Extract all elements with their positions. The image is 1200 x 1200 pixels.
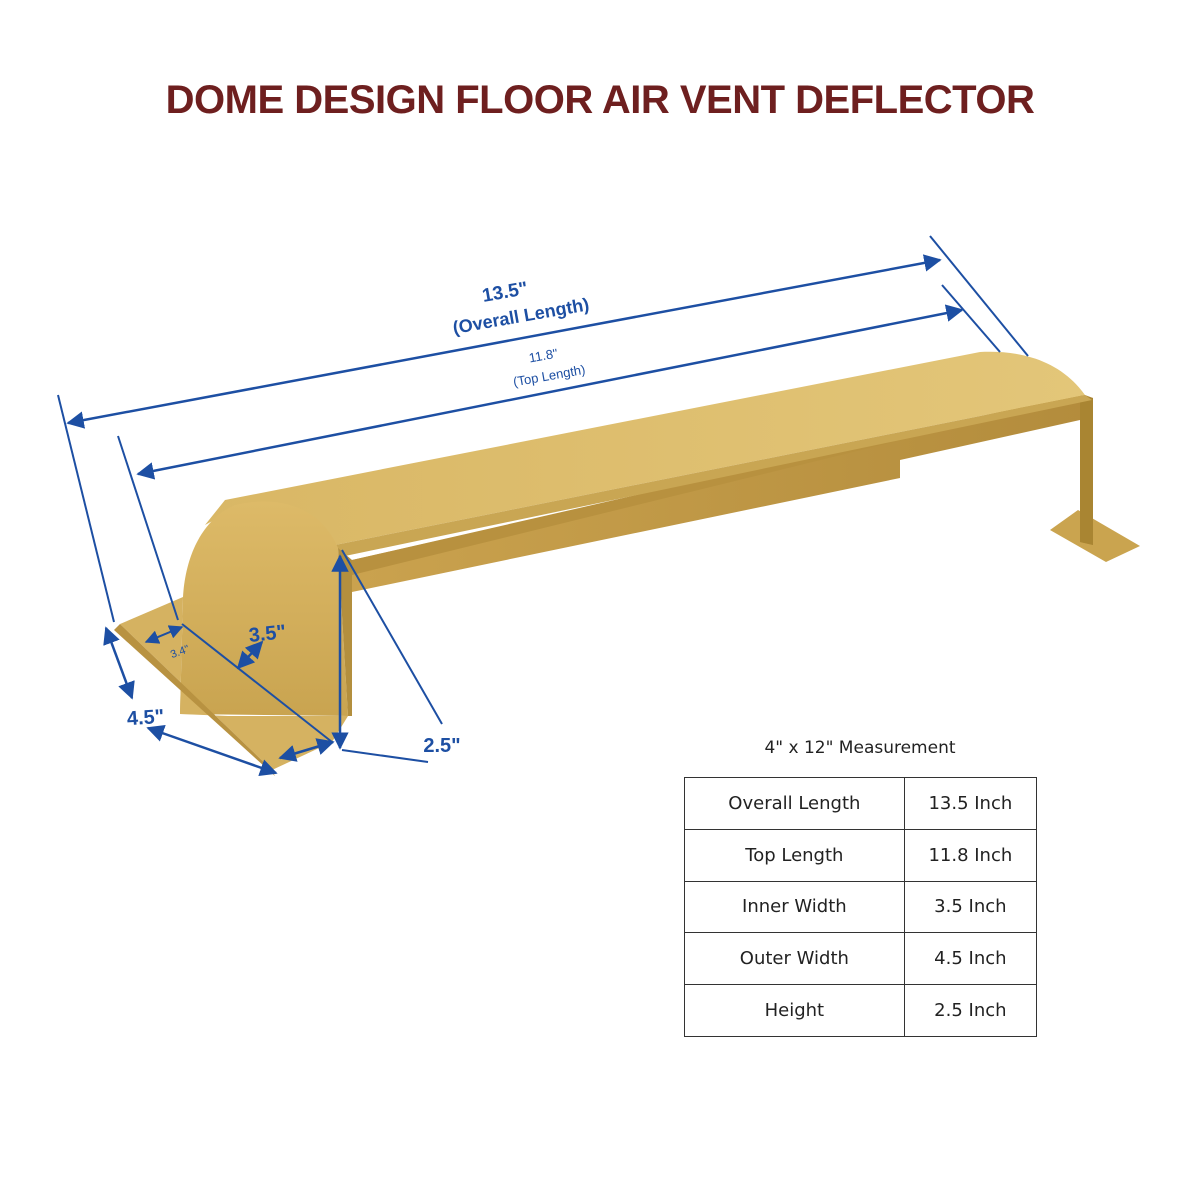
height-ext-diagonal <box>341 549 443 725</box>
spec-row-name: Overall Length <box>684 777 905 830</box>
flange-ext <box>181 623 333 743</box>
overall-length-ext-left <box>57 394 115 623</box>
spec-row-name: Outer Width <box>684 932 905 986</box>
spec-row-value: 11.8 Inch <box>903 828 1038 882</box>
spec-row-name: Height <box>684 984 905 1037</box>
outer-width-value: 4.5" <box>126 706 165 731</box>
height-value: 2.5" <box>423 735 460 757</box>
spec-table-caption: 4" x 12" Measurement <box>764 738 956 758</box>
overall-length-value: 13.5" <box>481 278 530 307</box>
top-length-arrow <box>136 304 964 480</box>
dome-end-face <box>180 501 348 716</box>
overall-length-ext-right <box>929 235 1029 357</box>
outer-width-arrow-bottom <box>146 724 278 777</box>
top-length-label: (Top Length) <box>512 362 586 389</box>
dimension-lines <box>57 235 1029 777</box>
inner-width-value: 3.5" <box>248 621 287 647</box>
right-foot-flange <box>1050 510 1140 562</box>
spec-row-name: Top Length <box>684 828 905 882</box>
outer-width-arrow-left <box>103 626 135 700</box>
inner-width-arrow <box>236 640 264 670</box>
spec-row-value: 2.5 Inch <box>903 984 1038 1037</box>
base-segment-arrow <box>278 738 335 762</box>
spec-row-value: 13.5 Inch <box>903 777 1038 830</box>
top-length-ext-left <box>117 435 179 621</box>
height-ext-bottom <box>341 749 429 763</box>
page-title: DOME DESIGN FLOOR AIR VENT DEFLECTOR <box>165 78 1035 122</box>
right-side-panel <box>1080 395 1093 545</box>
spec-row-value: 3.5 Inch <box>903 880 1038 934</box>
flange-arrow <box>144 625 184 644</box>
overall-length-label: (Overall Length) <box>451 294 590 338</box>
deflector-product <box>114 351 1140 776</box>
spec-row-value: 4.5 Inch <box>903 932 1038 986</box>
spec-row-name: Inner Width <box>684 880 905 934</box>
top-length-value: 11.8" <box>528 346 559 366</box>
top-length-ext-right <box>941 284 1001 353</box>
